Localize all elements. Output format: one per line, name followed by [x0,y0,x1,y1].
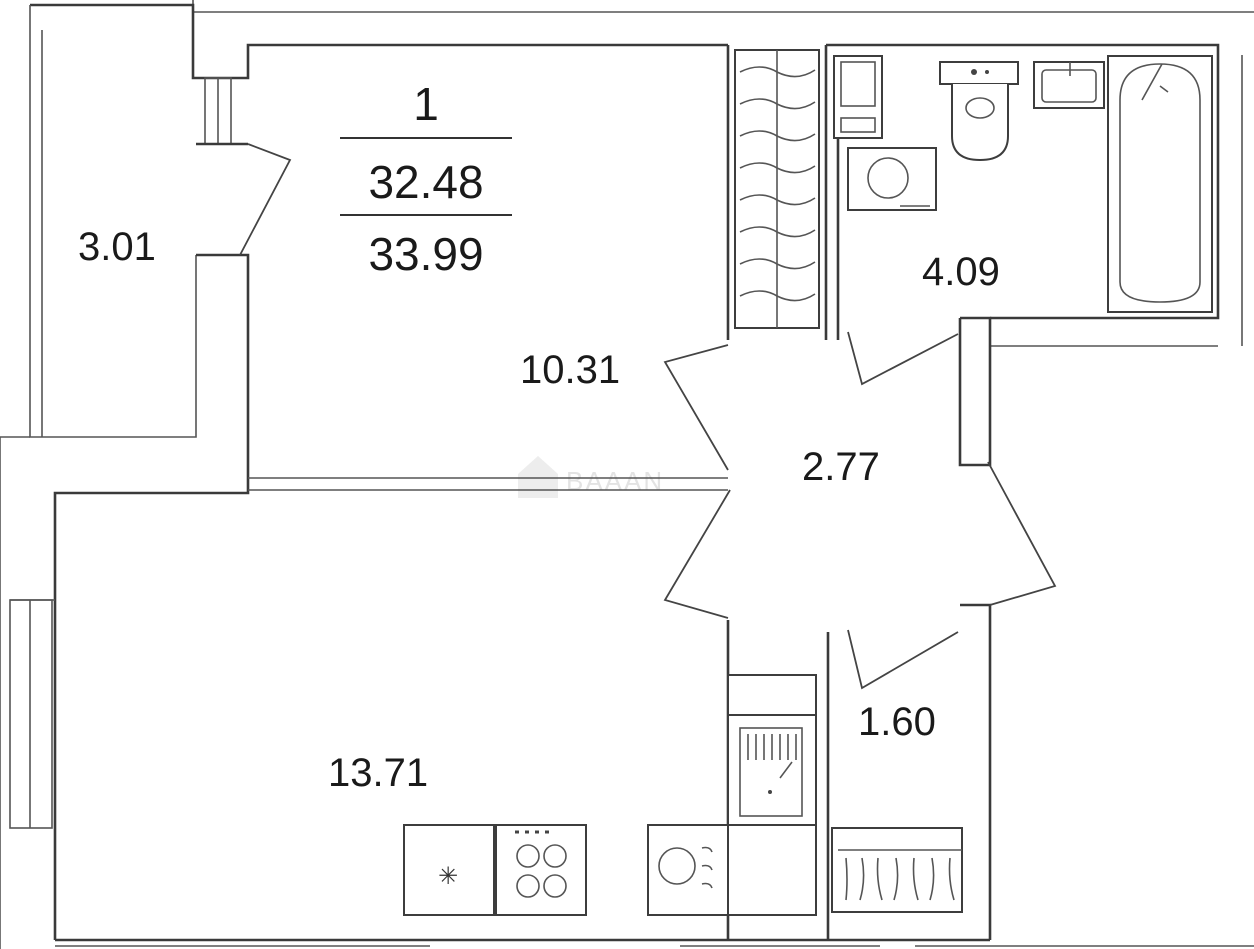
wardrobe [734,49,820,329]
watermark-logo-icon [518,456,558,498]
bathtub-icon [1107,55,1213,313]
bathroom-area-label: 4.09 [922,250,1000,294]
bedroom-door [663,344,729,471]
toilet-icon [939,61,1019,162]
kitchen-fixtures: ✳ [403,674,963,916]
living-area: 32.48 [368,156,483,208]
storage-area-label: 1.60 [858,700,936,744]
washing-machine-icon [847,147,937,211]
dishwasher-icon [647,824,729,916]
storage-door [847,629,959,690]
refrigerator-icon: ✳ [438,862,458,890]
apartment-summary: 1 32.48 33.99 [340,78,512,280]
kitchen-sink-icon [727,714,817,826]
bedroom-area-label: 10.31 [520,348,620,392]
sink-icon [1033,61,1105,109]
kitchen-door [663,489,731,619]
rooms-count: 1 [413,78,439,130]
balcony-area-label: 3.01 [78,225,156,269]
kitchen-area-label: 13.71 [328,751,428,795]
bathroom-cabinet [833,55,883,139]
bathroom-door [847,331,959,386]
balcony-door [239,143,292,256]
hallway-area-label: 2.77 [802,445,880,489]
bathroom-fixtures [833,55,1213,313]
watermark: BAAAN [518,456,664,498]
doors [239,143,1057,690]
storage-shelf [831,827,963,913]
entrance-door [987,461,1057,606]
total-area: 33.99 [368,228,483,280]
stove-icon [495,824,587,916]
watermark-text: BAAAN [566,466,664,496]
